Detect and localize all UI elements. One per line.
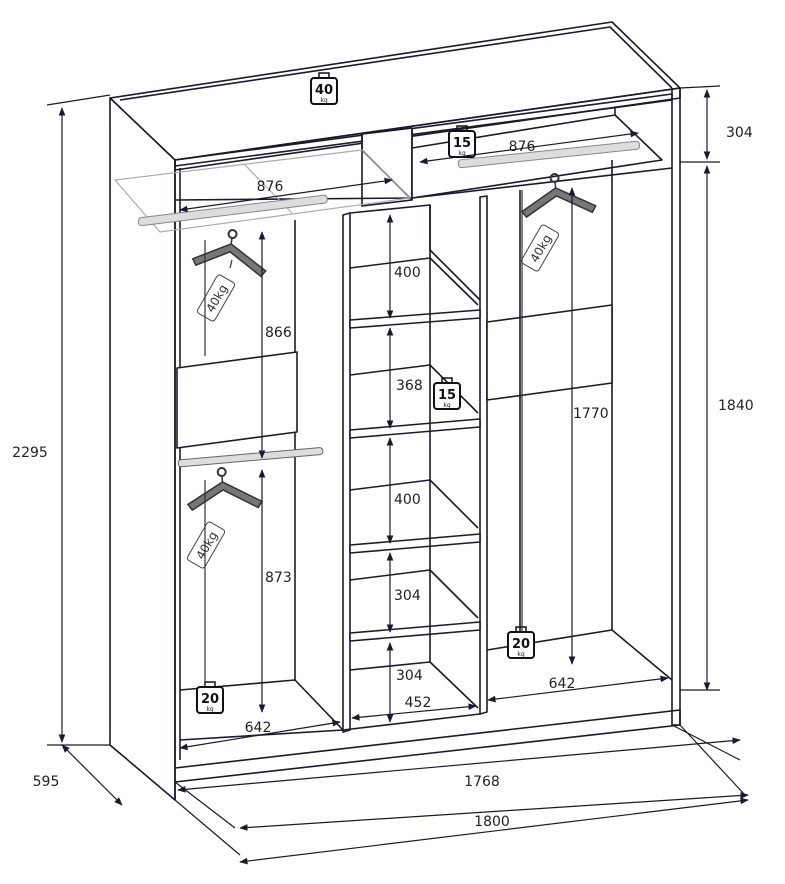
svg-text:kg: kg <box>320 97 327 104</box>
hanger-tag-left-lower: 40kg <box>186 521 226 569</box>
hanger-tag-right-upper: 40kg <box>520 224 560 272</box>
weight-icon-right-bottom: 20 kg <box>507 626 535 659</box>
label-shelf-2: 368 <box>396 378 423 394</box>
label-right-section: 1840 <box>718 398 754 414</box>
left-lower-rail <box>177 447 324 468</box>
svg-text:20: 20 <box>512 637 530 652</box>
label-total-height: 2295 <box>12 445 48 461</box>
hanger-left-upper <box>190 224 272 278</box>
label-shelf-5: 304 <box>396 668 423 684</box>
dimension-lines <box>46 85 749 865</box>
label-middle-width: 452 <box>405 695 432 711</box>
label-right-hang: 1770 <box>573 406 609 422</box>
svg-text:15: 15 <box>453 136 471 151</box>
label-shelf-3: 400 <box>394 492 421 508</box>
svg-text:kg: kg <box>443 402 450 409</box>
label-shelf-1: 400 <box>394 265 421 281</box>
dimension-labels: 2295 595 304 1840 876 876 866 873 642 17… <box>12 125 753 830</box>
label-shelf-4: 304 <box>394 588 421 604</box>
weight-icon-top: 40 kg <box>310 72 338 105</box>
label-inner-width: 1768 <box>464 774 500 790</box>
label-left-lower-hang: 873 <box>265 570 292 586</box>
weight-icon-top-shelf: 15 kg <box>448 125 476 158</box>
label-left-upper-hang: 866 <box>265 325 292 341</box>
svg-text:15: 15 <box>438 388 456 403</box>
label-depth: 595 <box>33 774 60 790</box>
svg-text:40: 40 <box>315 83 333 98</box>
label-top-section: 304 <box>726 125 753 141</box>
weight-icon-middle-shelf: 15 kg <box>433 377 461 410</box>
label-right-bottom: 642 <box>549 676 576 692</box>
weight-icon-left-bottom: 20 kg <box>196 681 224 714</box>
svg-text:20: 20 <box>201 692 219 707</box>
hanger-tag-left-upper: 40kg <box>196 274 236 322</box>
label-top-left-rail: 876 <box>257 179 284 195</box>
svg-text:kg: kg <box>206 706 213 713</box>
label-left-bottom: 642 <box>245 720 272 736</box>
svg-text:kg: kg <box>517 651 524 658</box>
label-outer-width: 1800 <box>474 814 510 830</box>
label-top-right-rail: 876 <box>509 139 536 155</box>
hanger-left-lower <box>184 464 264 514</box>
